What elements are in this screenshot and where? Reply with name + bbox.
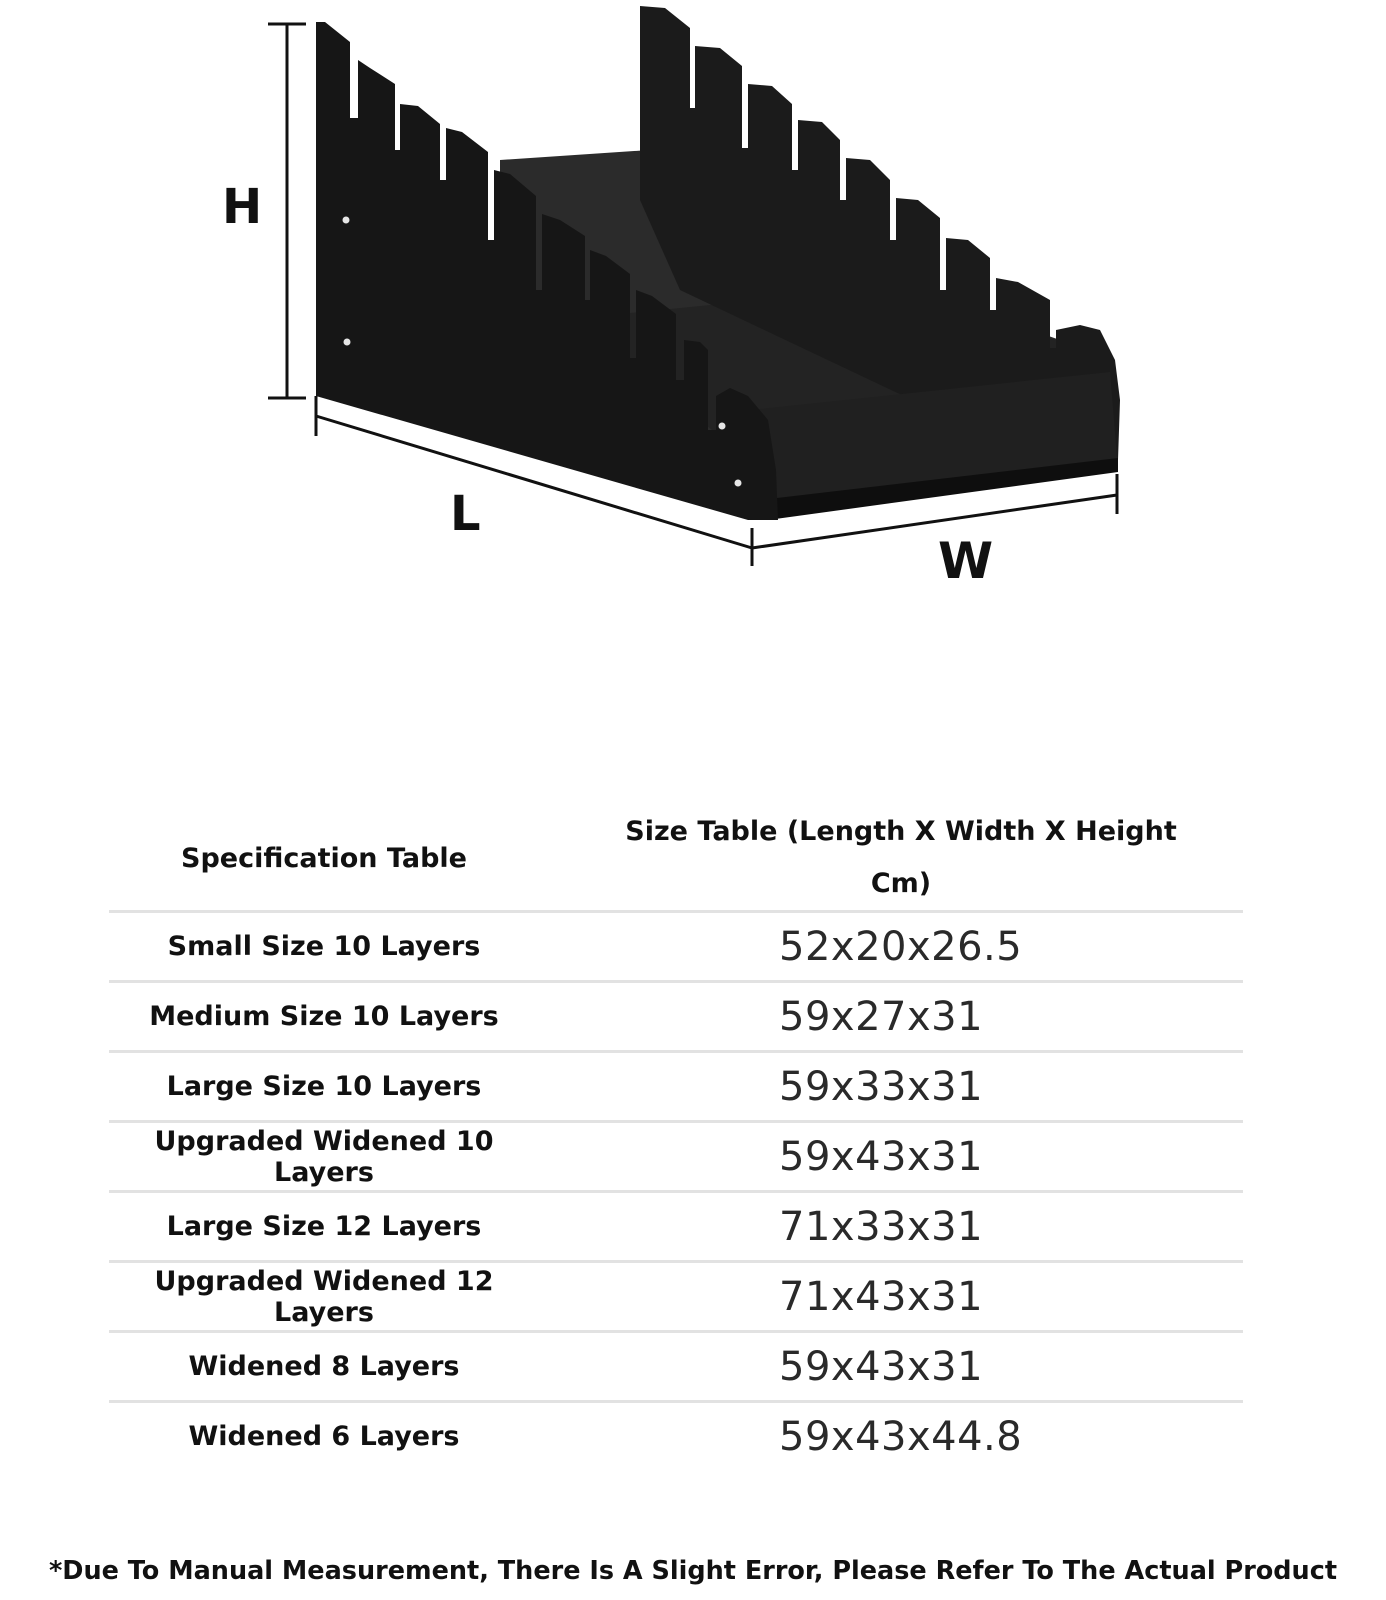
row-name: Upgraded Widened 10 Layers bbox=[109, 1121, 539, 1193]
length-label: L bbox=[450, 486, 481, 542]
row-size: 71x33x31 bbox=[539, 1191, 1243, 1263]
screw-hole bbox=[734, 479, 742, 487]
table-row: Large Size 12 Layers 71x33x31 bbox=[109, 1191, 1243, 1263]
width-dimension-line bbox=[751, 474, 1119, 550]
screw-hole bbox=[343, 338, 351, 346]
table-row: Upgraded Widened 10 Layers 59x43x31 bbox=[109, 1121, 1243, 1193]
row-size: 59x43x44.8 bbox=[779, 1413, 1023, 1460]
row-name: Widened 6 Layers bbox=[188, 1421, 460, 1452]
specification-table: Specification Table Size Table (Length X… bbox=[106, 803, 1246, 1473]
row-name: Medium Size 10 Layers bbox=[109, 981, 539, 1053]
width-label: W bbox=[938, 532, 993, 590]
header-size: Size Table (Length X Width X Height Cm) bbox=[539, 806, 1243, 913]
row-size: 59x27x31 bbox=[539, 981, 1243, 1053]
height-label: H bbox=[222, 179, 262, 235]
table-header-row: Specification Table Size Table (Length X… bbox=[109, 806, 1243, 913]
row-size: 71x43x31 bbox=[539, 1261, 1243, 1333]
header-specification: Specification Table bbox=[109, 806, 539, 913]
row-size: 59x33x31 bbox=[539, 1051, 1243, 1123]
header-size-line1: Size Table (Length X Width X Height bbox=[625, 816, 1177, 847]
table-row: Upgraded Widened 12 Layers 71x43x31 bbox=[109, 1261, 1243, 1333]
table-row: Widened 6 Layers 59x43x44.8 bbox=[109, 1402, 1243, 1471]
row-size: 52x20x26.5 bbox=[539, 911, 1243, 983]
stand-front-lip bbox=[760, 458, 1118, 520]
row-name: Small Size 10 Layers bbox=[109, 911, 539, 983]
row-name: Large Size 10 Layers bbox=[109, 1051, 539, 1123]
stand-far-side-panel bbox=[640, 6, 1120, 470]
table-row: Medium Size 10 Layers 59x27x31 bbox=[109, 981, 1243, 1053]
table-row: Small Size 10 Layers 52x20x26.5 bbox=[109, 911, 1243, 983]
stand-near-side-panel bbox=[316, 22, 778, 520]
row-name: Large Size 12 Layers bbox=[109, 1191, 539, 1263]
screw-hole bbox=[718, 422, 726, 430]
table-row: Large Size 10 Layers 59x33x31 bbox=[109, 1051, 1243, 1123]
row-name: Upgraded Widened 12 Layers bbox=[109, 1261, 539, 1333]
measurement-footnote: *Due To Manual Measurement, There Is A S… bbox=[48, 1556, 1338, 1586]
product-dimension-diagram: H L W bbox=[222, 6, 1120, 590]
row-size: 59x43x31 bbox=[539, 1121, 1243, 1193]
screw-hole bbox=[342, 216, 350, 224]
row-size: 59x43x31 bbox=[539, 1331, 1243, 1403]
height-dimension-line bbox=[268, 22, 306, 400]
table-row: Widened 8 Layers 59x43x31 bbox=[109, 1331, 1243, 1403]
header-size-line2: Cm) bbox=[870, 868, 932, 899]
row-name: Widened 8 Layers bbox=[109, 1331, 539, 1403]
